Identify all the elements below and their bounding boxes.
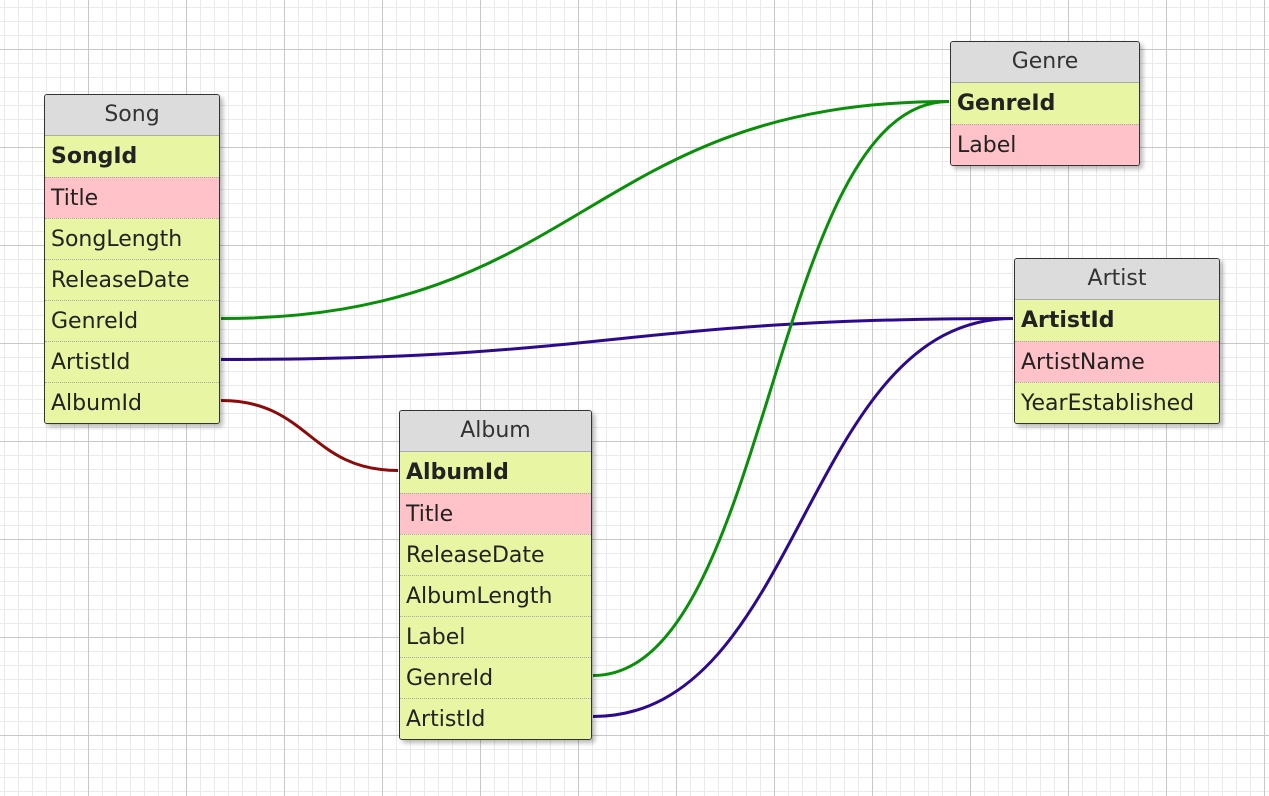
- relation-song-artistid-to-artist[interactable]: [220, 317, 1014, 361]
- field-song-0[interactable]: SongId: [45, 136, 219, 177]
- field-song-5[interactable]: ArtistId: [45, 341, 219, 382]
- entity-fields-album: AlbumId Title ReleaseDate AlbumLength La…: [400, 452, 591, 739]
- entity-song[interactable]: Song SongId Title SongLength ReleaseDate…: [44, 94, 220, 424]
- field-song-6[interactable]: AlbumId: [45, 382, 219, 423]
- field-album-5[interactable]: GenreId: [400, 657, 591, 698]
- relation-album-artistid-to-artist[interactable]: [592, 317, 1014, 718]
- relation-album-genreid-to-genre[interactable]: [592, 100, 950, 677]
- field-artist-1[interactable]: ArtistName: [1015, 341, 1219, 382]
- field-artist-0[interactable]: ArtistId: [1015, 300, 1219, 341]
- relation-song-albumid-to-album[interactable]: [220, 399, 399, 472]
- field-genre-1[interactable]: Label: [951, 124, 1139, 165]
- entity-artist[interactable]: Artist ArtistId ArtistName YearEstablish…: [1014, 258, 1220, 424]
- entity-fields-song: SongId Title SongLength ReleaseDate Genr…: [45, 136, 219, 423]
- field-song-2[interactable]: SongLength: [45, 218, 219, 259]
- field-song-3[interactable]: ReleaseDate: [45, 259, 219, 300]
- entity-fields-genre: GenreId Label: [951, 83, 1139, 165]
- entity-header-song[interactable]: Song: [45, 95, 219, 136]
- field-album-3[interactable]: AlbumLength: [400, 575, 591, 616]
- entity-header-album[interactable]: Album: [400, 411, 591, 452]
- field-genre-0[interactable]: GenreId: [951, 83, 1139, 124]
- relation-song-genreid-to-genre[interactable]: [220, 100, 950, 320]
- entity-album[interactable]: Album AlbumId Title ReleaseDate AlbumLen…: [399, 410, 592, 740]
- field-song-4[interactable]: GenreId: [45, 300, 219, 341]
- field-song-1[interactable]: Title: [45, 177, 219, 218]
- entity-header-genre[interactable]: Genre: [951, 42, 1139, 83]
- field-album-1[interactable]: Title: [400, 493, 591, 534]
- field-album-4[interactable]: Label: [400, 616, 591, 657]
- field-artist-2[interactable]: YearEstablished: [1015, 382, 1219, 423]
- entity-header-artist[interactable]: Artist: [1015, 259, 1219, 300]
- entity-fields-artist: ArtistId ArtistName YearEstablished: [1015, 300, 1219, 423]
- field-album-0[interactable]: AlbumId: [400, 452, 591, 493]
- field-album-2[interactable]: ReleaseDate: [400, 534, 591, 575]
- entity-genre[interactable]: Genre GenreId Label: [950, 41, 1140, 166]
- field-album-6[interactable]: ArtistId: [400, 698, 591, 739]
